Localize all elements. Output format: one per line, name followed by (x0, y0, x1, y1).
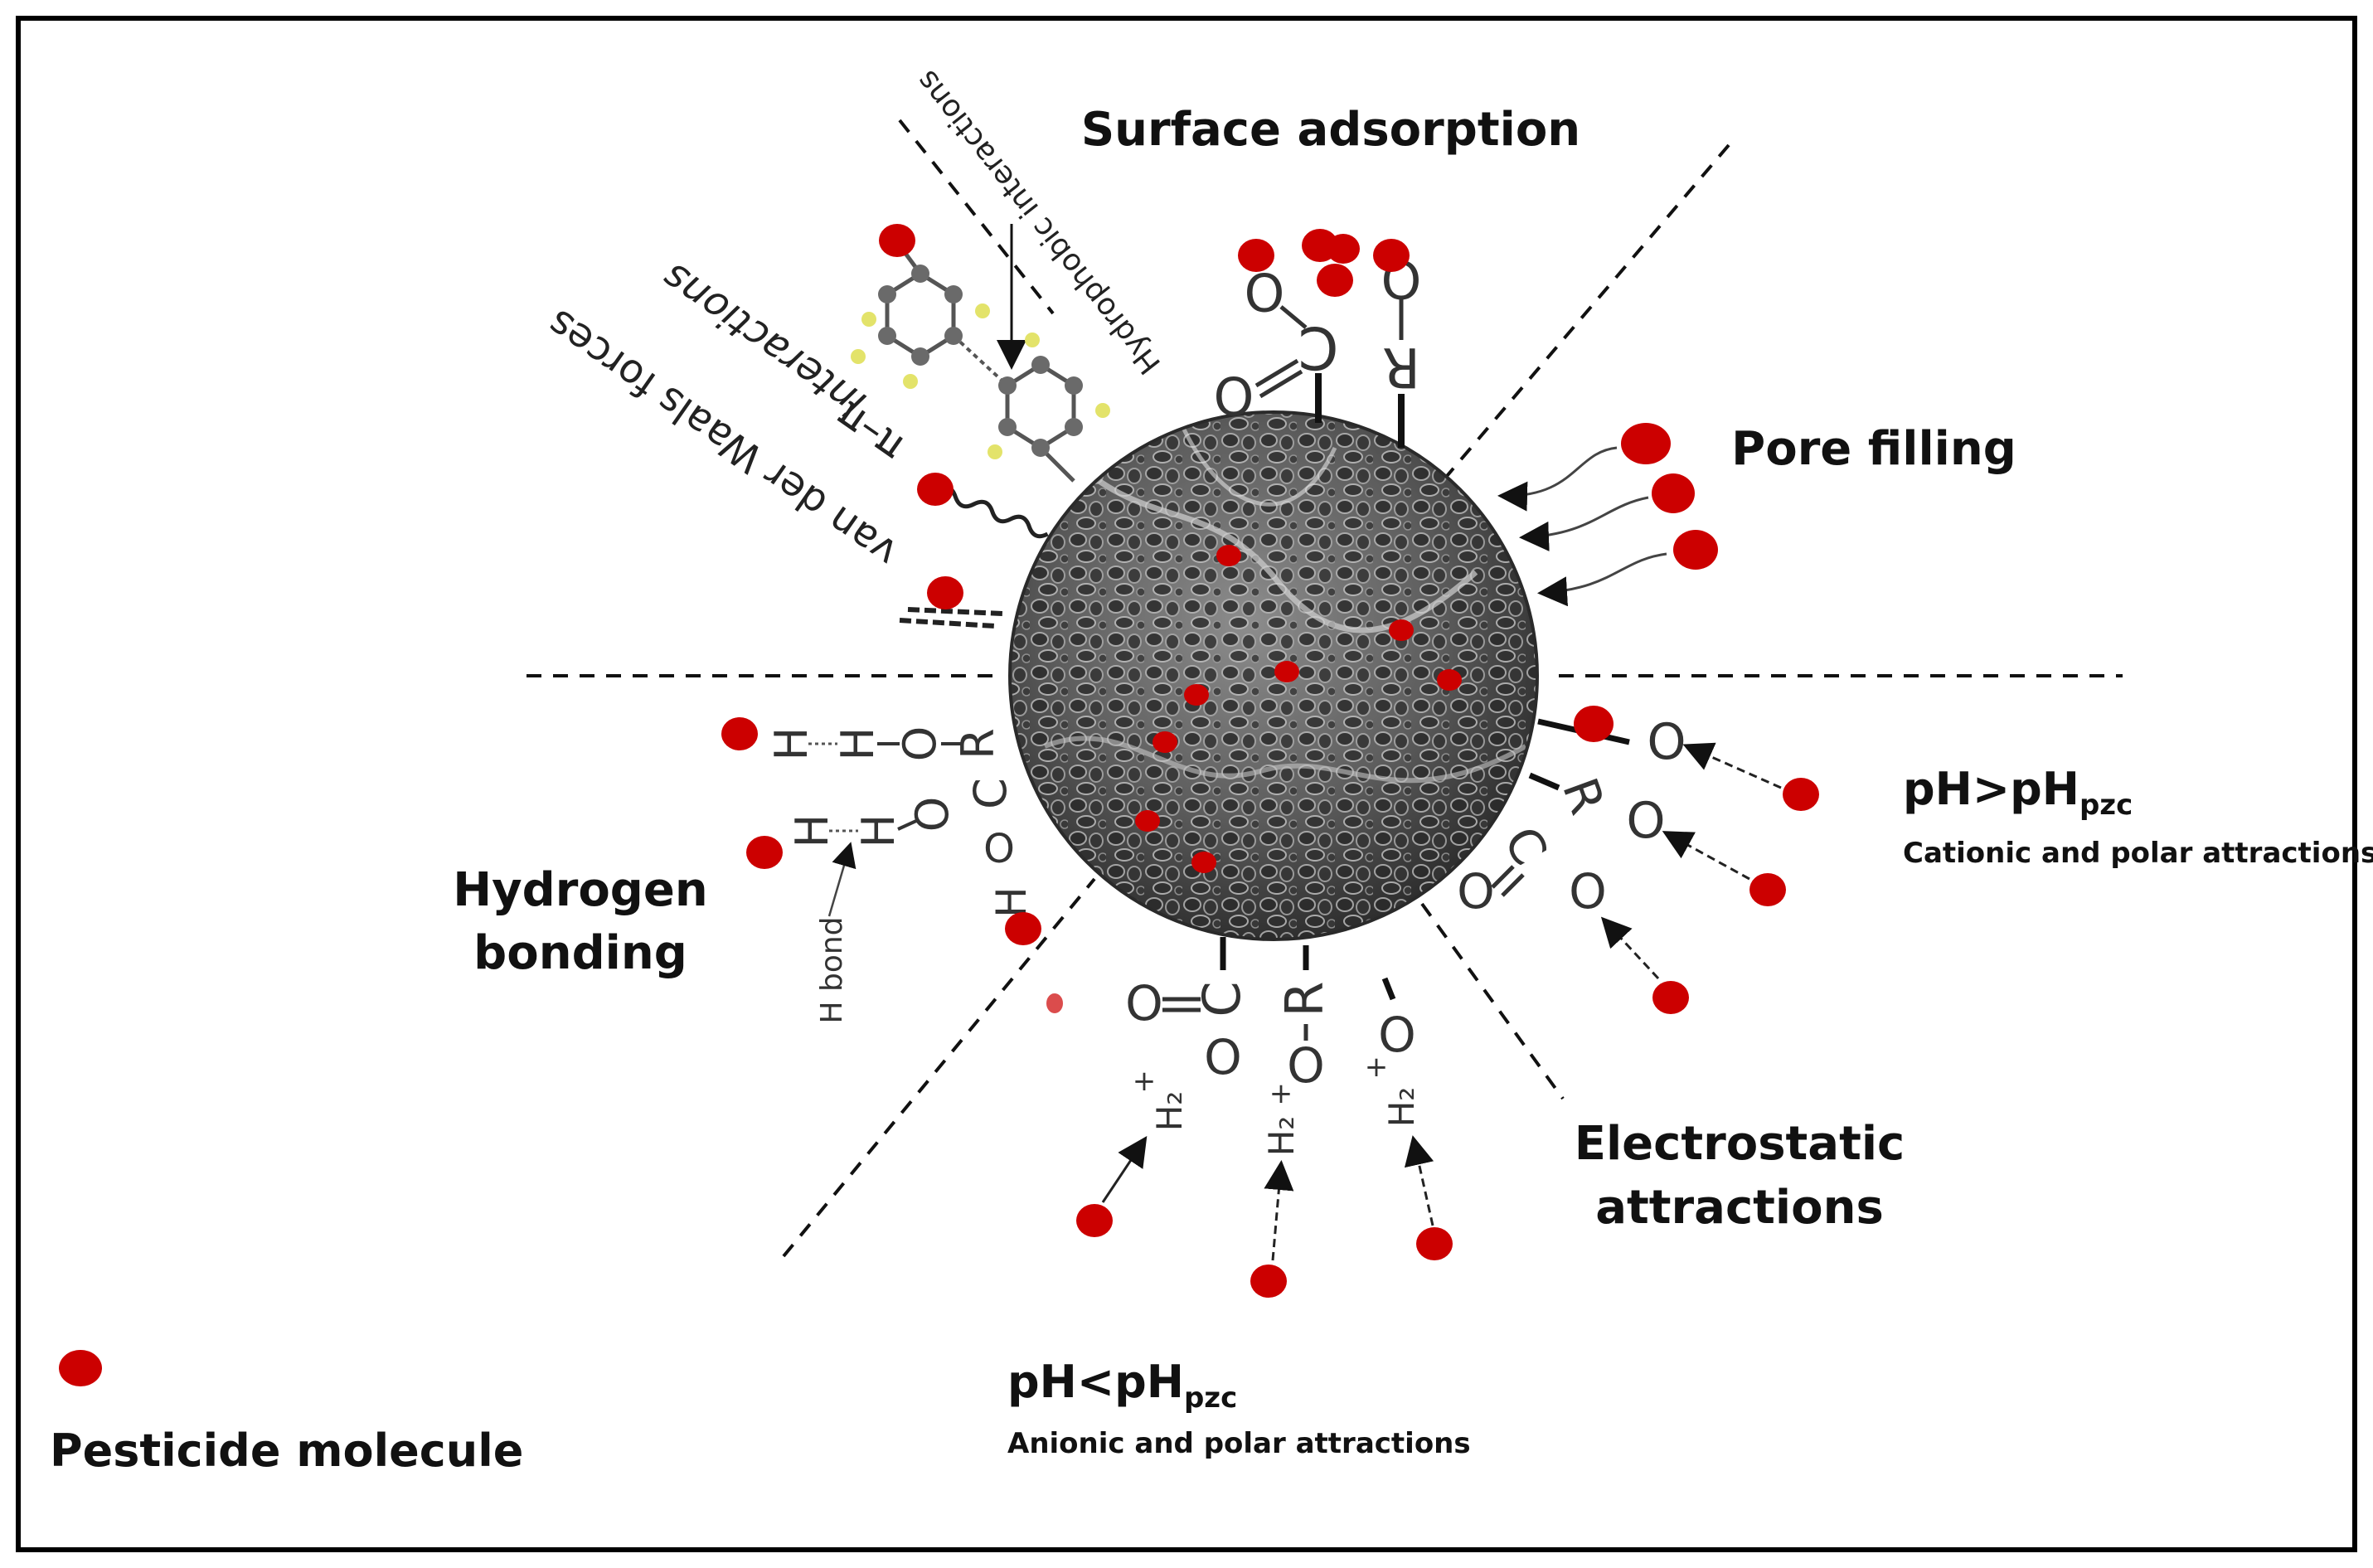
svg-text:H: H (832, 727, 884, 761)
svg-text:O: O (1647, 713, 1686, 771)
upper-left-pesticides (879, 224, 963, 609)
right-pesticides (1574, 706, 1819, 1014)
surface-pesticides (1238, 229, 1410, 297)
svg-text:H₂: H₂ (1149, 1091, 1190, 1131)
surface-group-cooh: C O O (1214, 261, 1339, 425)
pesticide-molecule (917, 473, 954, 506)
hydrogen-pesticides (721, 717, 1063, 1013)
svg-text:H bond: H bond (815, 916, 849, 1023)
svg-text:H: H (988, 886, 1036, 918)
cationic-label: Cationic and polar attractions (1903, 837, 2373, 870)
pesticide-molecule (1373, 239, 1410, 272)
pesticide-molecule (1621, 423, 1671, 464)
pesticide-molecule (1238, 239, 1274, 272)
pore-filling-pesticides (1621, 423, 1718, 570)
svg-text:O: O (1125, 975, 1163, 1032)
pesticide-molecule (1437, 669, 1462, 691)
separator-bottom-left (782, 877, 1096, 1258)
pesticide-molecule (1652, 981, 1689, 1014)
svg-text:H: H (852, 814, 905, 848)
pesticide-molecule (721, 717, 758, 750)
hydrogen-bonding-label-line2: bonding (473, 926, 687, 980)
svg-text:C: C (964, 778, 1017, 809)
hydrogen-bonding-label-line1: Hydrogen (453, 863, 707, 917)
pesticide-molecule (1135, 810, 1160, 832)
hydrogen-bond-groups: H H O R H H O C O H H bond (765, 726, 1036, 1024)
electrostatic-label-line1: Electrostatic (1575, 1117, 1905, 1171)
pesticide-molecule (1250, 1265, 1287, 1298)
svg-text:O: O (1569, 863, 1607, 920)
pesticide-molecule (1327, 234, 1360, 264)
svg-text:O: O (1287, 1037, 1325, 1094)
svg-text:C: C (1191, 981, 1252, 1017)
surface-groups-top (1315, 373, 1405, 448)
pesticide-molecule (1416, 1227, 1453, 1260)
pesticide-molecule (1046, 993, 1063, 1013)
pesticide-molecule (1153, 731, 1177, 753)
pesticide-molecule (1652, 473, 1695, 513)
pesticide-molecule (1783, 778, 1819, 811)
svg-text:O: O (894, 726, 946, 762)
separator-bottom-right (1420, 902, 1565, 1100)
pesticide-molecule (879, 224, 915, 257)
pesticide-molecule (1574, 706, 1614, 742)
pore-filling-label: Pore filling (1731, 422, 2016, 476)
pesticide-molecule (1389, 619, 1414, 641)
ph-less-label: pH<pHpzc (1007, 1356, 1237, 1415)
anionic-label: Anionic and polar attractions (1007, 1427, 1471, 1460)
ring-atoms (851, 265, 1110, 459)
separator-top-right (1441, 143, 1730, 483)
separator-top-left (898, 119, 1055, 315)
svg-text:+: + (1269, 1077, 1293, 1110)
porous-particle (1008, 410, 1539, 941)
svg-text:O: O (1626, 792, 1665, 850)
van-der-waals-chain (935, 484, 1049, 539)
svg-text:O: O (906, 797, 958, 833)
svg-text:H₂: H₂ (1381, 1087, 1422, 1127)
svg-text:R: R (952, 728, 1004, 760)
pesticide-molecule (746, 836, 783, 869)
separator-lines (527, 119, 2123, 1258)
surface-adsorption-label: Surface adsorption (1081, 103, 1580, 157)
svg-text:R: R (1382, 335, 1420, 399)
svg-text:O: O (983, 826, 1015, 872)
svg-text:O: O (1457, 863, 1495, 920)
pesticide-molecule (1005, 912, 1041, 945)
pesticide-molecule (1317, 264, 1353, 297)
legend-label: Pesticide molecule (50, 1425, 523, 1477)
pore-filling-arrows (1497, 446, 1667, 607)
bottom-surface-groups: C O O H₂ + R O H₂ + O H₂ + (1125, 937, 1422, 1156)
svg-text:R: R (1274, 981, 1335, 1017)
bottom-pesticides (1076, 1204, 1453, 1298)
svg-text:H₂: H₂ (1261, 1116, 1302, 1156)
pesticide-molecule (927, 576, 963, 609)
pesticide-molecule (1274, 661, 1299, 682)
electrostatic-label-line2: attractions (1595, 1181, 1884, 1235)
bottom-arrows (1101, 1135, 1434, 1261)
svg-text:O: O (1214, 365, 1254, 425)
right-arrows (1600, 742, 1782, 980)
internal-pesticides (1135, 545, 1462, 873)
svg-text:+: + (1133, 1065, 1157, 1098)
pesticide-molecule (1076, 1204, 1113, 1237)
pesticide-molecule (1673, 530, 1718, 570)
pesticide-molecule (1216, 545, 1241, 566)
pesticide-molecule (1191, 852, 1216, 873)
svg-text:O: O (1204, 1029, 1242, 1085)
svg-text:O: O (1378, 1007, 1416, 1063)
legend-pesticide-marker (59, 1350, 102, 1386)
ph-greater-label: pH>pHpzc (1903, 763, 2133, 822)
pesticide-molecule (1184, 684, 1209, 706)
svg-text:+: + (1365, 1051, 1389, 1084)
pesticide-molecule (1749, 873, 1786, 906)
